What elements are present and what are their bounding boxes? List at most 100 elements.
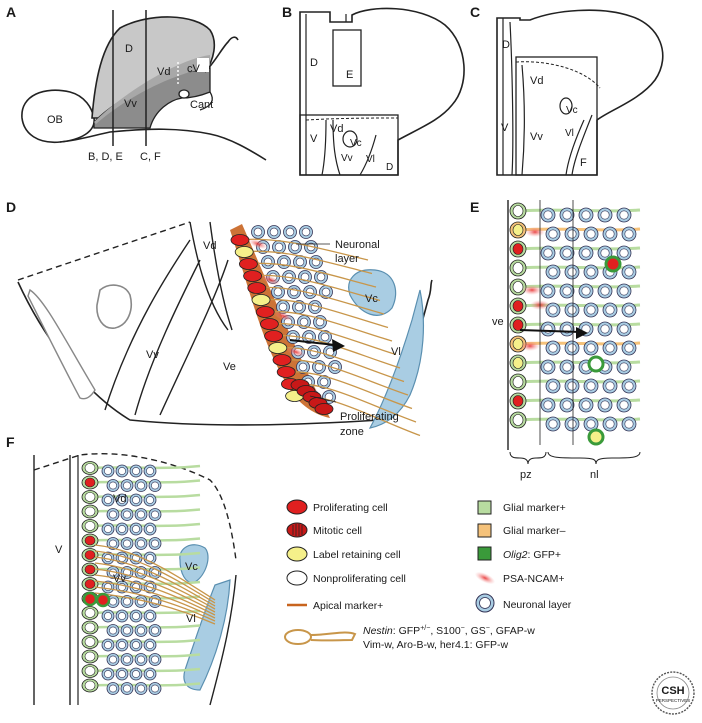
proliferating-cell [268,342,288,354]
c-label-d: D [502,39,510,51]
ve-outline-d [159,259,229,416]
legend: Proliferating cell Mitotic cell Label re… [284,499,572,651]
psa-ncam-spot [248,238,268,250]
pz-brace [509,451,547,465]
proliferating-cell [272,354,292,366]
proliferating-cell [238,258,258,270]
nestin-mid: , S100 [430,625,461,637]
label-section-2: C, F [140,151,161,163]
nestin-sup2: − [461,625,465,632]
d-label-vc: Vc [365,293,378,305]
cells-e [509,202,641,446]
b-label-vl: Vl [366,154,375,165]
neuron-cell [616,245,632,261]
neuron-cell [602,226,618,242]
psa-ncam-icon [474,571,496,585]
olig2-italic: Olig2 [503,549,528,561]
hemisphere-outline-b [299,7,465,176]
optic-outline [199,91,213,111]
legend-label: PSA-NCAM+ [503,573,565,585]
glial-nucleus [84,680,96,691]
b-label-vd: Vd [330,123,343,135]
b-label-vc: Vc [350,138,362,149]
neuron-cell [120,479,134,492]
boundary-b [305,117,399,121]
nestin-mid2: , GS [465,625,486,637]
neuron-cell [120,508,134,521]
olig2-icon [477,546,492,561]
neuron-cell [129,667,143,681]
psa-ncam-spot [520,341,540,351]
olig2-cell [587,355,605,373]
glial-nucleus [84,637,96,647]
hemisphere-outline-c [496,9,664,176]
cv-box [197,58,209,72]
neuron-cell [101,638,115,652]
glial-nucleus [84,550,96,560]
radial-glia-fiber [94,562,216,610]
label-vd: Vd [157,66,170,78]
legend-item-glial-plus: Glial marker+ [477,500,566,515]
radial-glia-fibers-d [237,238,421,437]
proliferating-zone-cells-d [230,234,334,415]
nestin-sup1: +/− [420,625,430,632]
glial-nucleus [84,608,96,618]
neuron-cell [143,667,157,681]
csh-perspectives-logo: CSH PERSPECTIVES [651,671,695,715]
legend-label: Neuronal layer [503,599,572,611]
neuron-cell [129,464,143,478]
neuron-cell [559,245,575,261]
neuron-cell [597,245,613,261]
c-label-v: V [501,122,509,134]
glial-nucleus [512,319,524,331]
vd-outline-d [189,221,229,331]
neuron-cell [318,330,332,344]
olig2-cell [95,592,111,608]
psa-ncam-spot [522,285,542,295]
neuron-cell [545,340,561,356]
neuron-cell [115,638,129,652]
dorsal-dashed-outline-f [33,453,237,561]
legend-item-psa-ncam: PSA-NCAM+ [474,571,565,585]
glial-nucleus [512,414,524,426]
panel-e: E ve pz nl [470,199,641,481]
glial-nucleus [84,579,96,589]
olig2-cell [587,428,605,446]
glial-nucleus [84,506,96,517]
glial-nucleus [512,395,524,407]
boundary-c [515,61,601,89]
vd-outline-d2 [209,221,233,331]
neuron-cell [621,264,637,280]
glial-process [517,417,641,422]
neuron-cell [143,551,157,565]
mitotic-cell-icon [286,522,308,538]
psa-ncam-spot [525,227,545,237]
c-label-vv: Vv [530,131,543,143]
d-label-vl: Vl [391,346,401,358]
legend-item-nonproliferating: Nonproliferating cell [286,570,406,586]
radial-glia-fiber [94,586,216,622]
neuron-cell [597,207,613,223]
glial-nucleus [512,224,524,236]
d-label-vv: Vv [146,349,159,361]
telencephalon-dorsal-shape [91,16,216,119]
neuron-cell [621,226,637,242]
neuron-cell [296,360,310,374]
psa-ncam-spot [286,346,306,358]
neuron-cell [129,638,143,652]
neuron-cell [583,226,599,242]
legend-item-label-retaining: Label retaining cell [286,546,401,562]
label-vv: Vv [124,98,137,110]
dorsal-dashed-outline-d [17,221,191,281]
panel-a: A OB D Vd cV Vv Cant B, D, E C, F [6,4,267,163]
glial-marker-plus-icon [477,500,492,515]
neuron-cell [621,340,637,356]
neuron-cell [106,508,120,521]
neuron-cell [101,464,115,478]
nonproliferating-cell-icon [286,570,308,586]
neuron-cell [583,416,599,432]
legend-label: Mitotic cell [313,525,362,537]
radial-glia-fiber [94,574,216,616]
proliferating-cell [264,330,284,342]
